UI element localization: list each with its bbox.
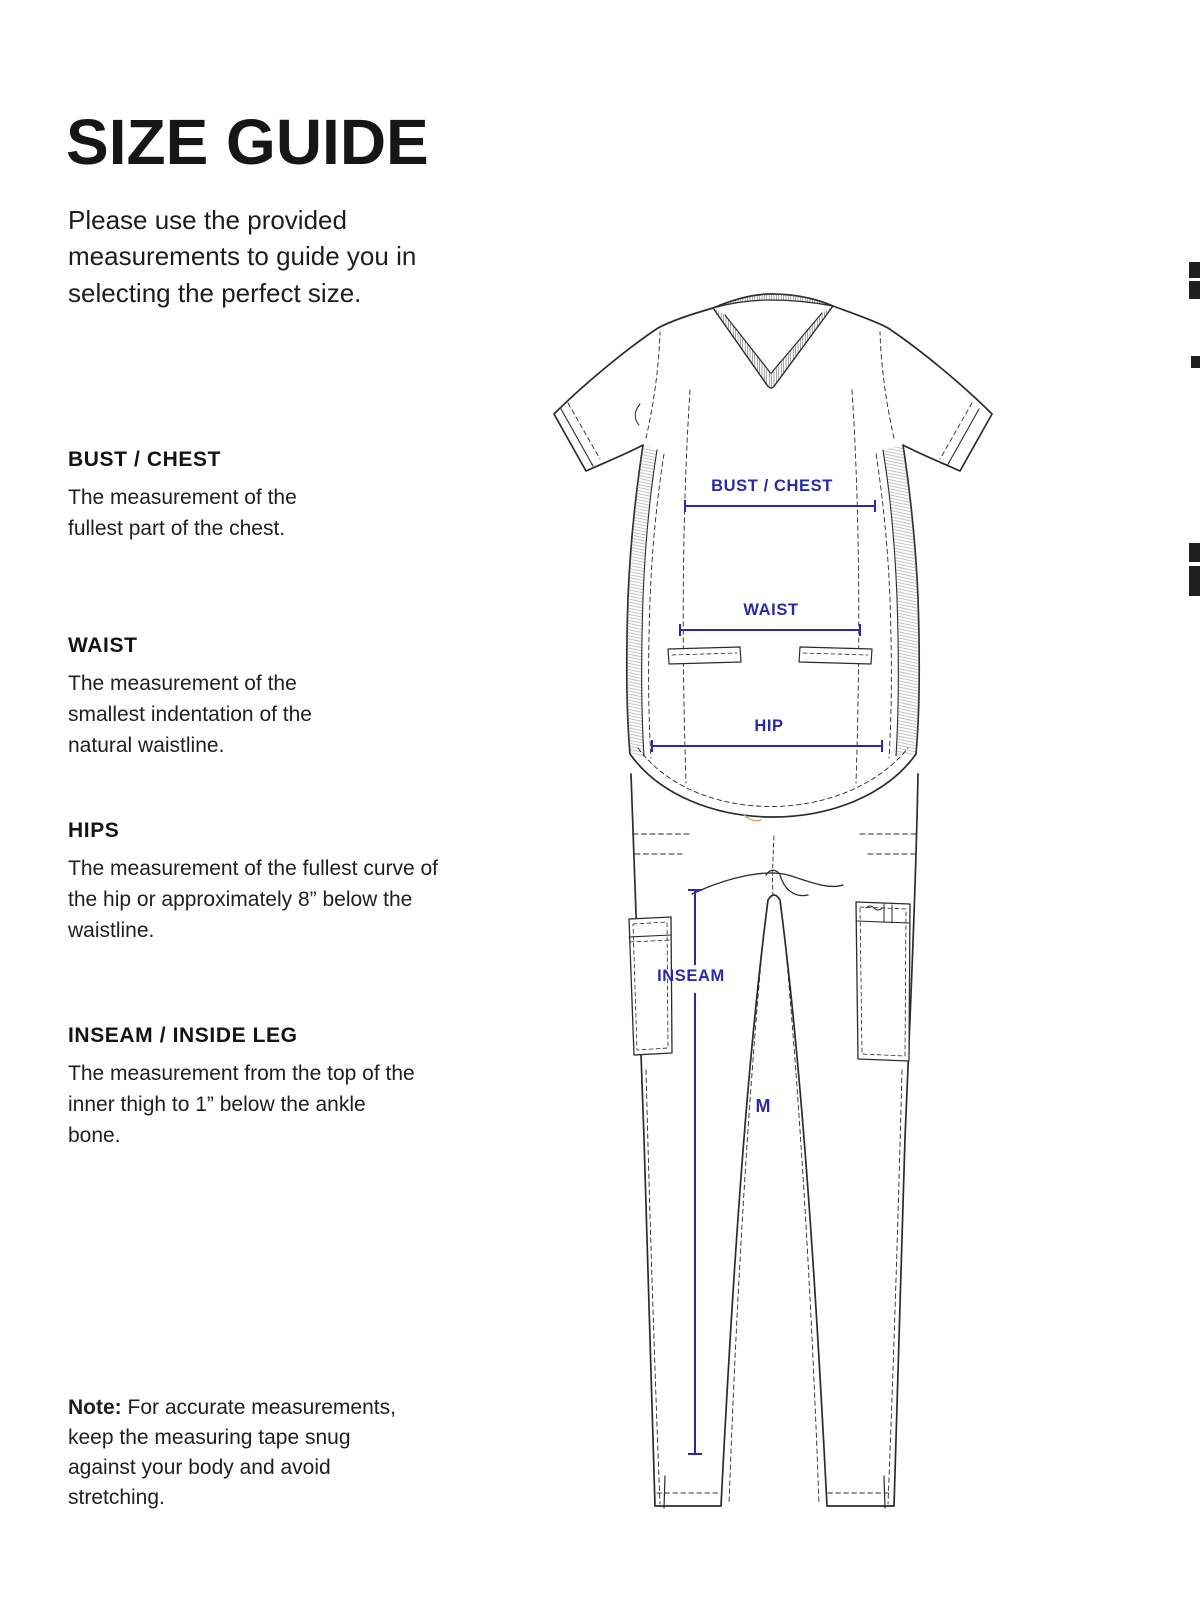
pants-outline [630, 773, 919, 1507]
garment-diagram: BUST / CHEST WAIST HIP INSEAM M [540, 278, 1000, 1528]
note-body: For accurate measurements, keep the meas… [68, 1396, 396, 1510]
welt-pocket-left [667, 646, 742, 665]
back-collar-rib-fill [713, 294, 833, 308]
sleeve-hem-left [560, 408, 594, 467]
section-body: The measurement of the smallest indentat… [68, 672, 312, 757]
inseam-measure-label: INSEAM [657, 967, 725, 985]
cargo-pocket-right [855, 901, 911, 1062]
neckband-inner-edge [712, 299, 834, 374]
section-body: The measurement from the top of the inne… [68, 1062, 415, 1147]
waist-measure-label: WAIST [743, 601, 798, 619]
cargo-pocket-right-stitches [859, 906, 907, 1057]
size-marker-label: M [756, 1096, 771, 1116]
page-edge-artifact [1191, 356, 1200, 368]
bust-chest-measure-line [684, 500, 876, 512]
scrub-pants-sketch [628, 773, 919, 1509]
ankle-vents [663, 1475, 886, 1509]
section-inseam: INSEAM / INSIDE LEG The measurement from… [68, 1024, 418, 1152]
page-edge-artifact [1189, 543, 1200, 562]
waist-measure-line [679, 624, 861, 636]
bust-chest-measure-label: BUST / CHEST [711, 477, 833, 495]
page-title: SIZE GUIDE [66, 105, 429, 178]
cargo-pocket-left [628, 916, 673, 1056]
sleeve-hem-right-stitch [939, 402, 973, 460]
page-edge-artifact [1189, 566, 1200, 596]
side-panel-left-seam [641, 449, 658, 757]
intro-text: Please use the provided measurements to … [68, 205, 417, 308]
section-heading: BUST / CHEST [68, 448, 222, 471]
fly-stitch-line [772, 835, 775, 897]
sleeve-hem-right [946, 408, 980, 467]
section-heading: INSEAM / INSIDE LEG [68, 1024, 298, 1047]
section-body: The measurement of the fullest part of t… [68, 486, 297, 540]
section-heading: HIPS [68, 819, 120, 842]
armhole-stitch-lines [645, 331, 895, 439]
welt-pocket-right [798, 646, 873, 665]
cargo-pocket-right-flap [856, 920, 910, 924]
inseam-measure-line [688, 889, 702, 1455]
side-panel-left-stitch [648, 453, 665, 759]
section-hips: HIPS The measurement of the fullest curv… [68, 819, 443, 947]
section-body: The measurement of the fullest curve of … [68, 857, 439, 942]
measurement-annotations: BUST / CHEST WAIST HIP INSEAM M [651, 477, 883, 1455]
welt-pocket-right-stitch [802, 652, 869, 656]
scrubs-technical-sketch: BUST / CHEST WAIST HIP INSEAM M [553, 293, 993, 1509]
section-bust-chest: BUST / CHEST The measurement of the full… [68, 448, 348, 545]
princess-seam-lines [682, 389, 860, 784]
section-heading: WAIST [68, 634, 138, 657]
scrub-top-sketch [553, 293, 993, 822]
hem-stitch-line [637, 747, 909, 807]
note-label: Note: [68, 1396, 122, 1419]
waistband-stitch-lines [632, 833, 918, 855]
page-edge-artifact [1189, 281, 1200, 299]
welt-pocket-left-stitch [671, 652, 738, 656]
drawstring [691, 869, 844, 897]
side-panel-left-hatch [626, 445, 657, 756]
page-edge-artifact [1189, 262, 1200, 278]
section-waist: WAIST The measurement of the smallest in… [68, 634, 373, 762]
cargo-pocket-left-stitches [629, 921, 671, 1051]
hip-measure-label: HIP [754, 717, 783, 735]
neckband-outer-edge [712, 305, 834, 389]
side-panel-right-seam [882, 449, 899, 757]
sleeve-hem-left-stitch [567, 402, 601, 460]
top-outline [553, 293, 993, 818]
cargo-pocket-left-flap [628, 934, 672, 938]
bungee-loop [634, 403, 641, 426]
note-text: Note: For accurate measurements, keep th… [68, 1393, 406, 1513]
side-panel-right-stitch [875, 453, 892, 759]
hip-measure-line [651, 740, 883, 752]
hem-accent-mark [742, 813, 762, 822]
cargo-pocket-right-pen-slots [865, 903, 893, 924]
pants-fill [631, 774, 918, 1506]
